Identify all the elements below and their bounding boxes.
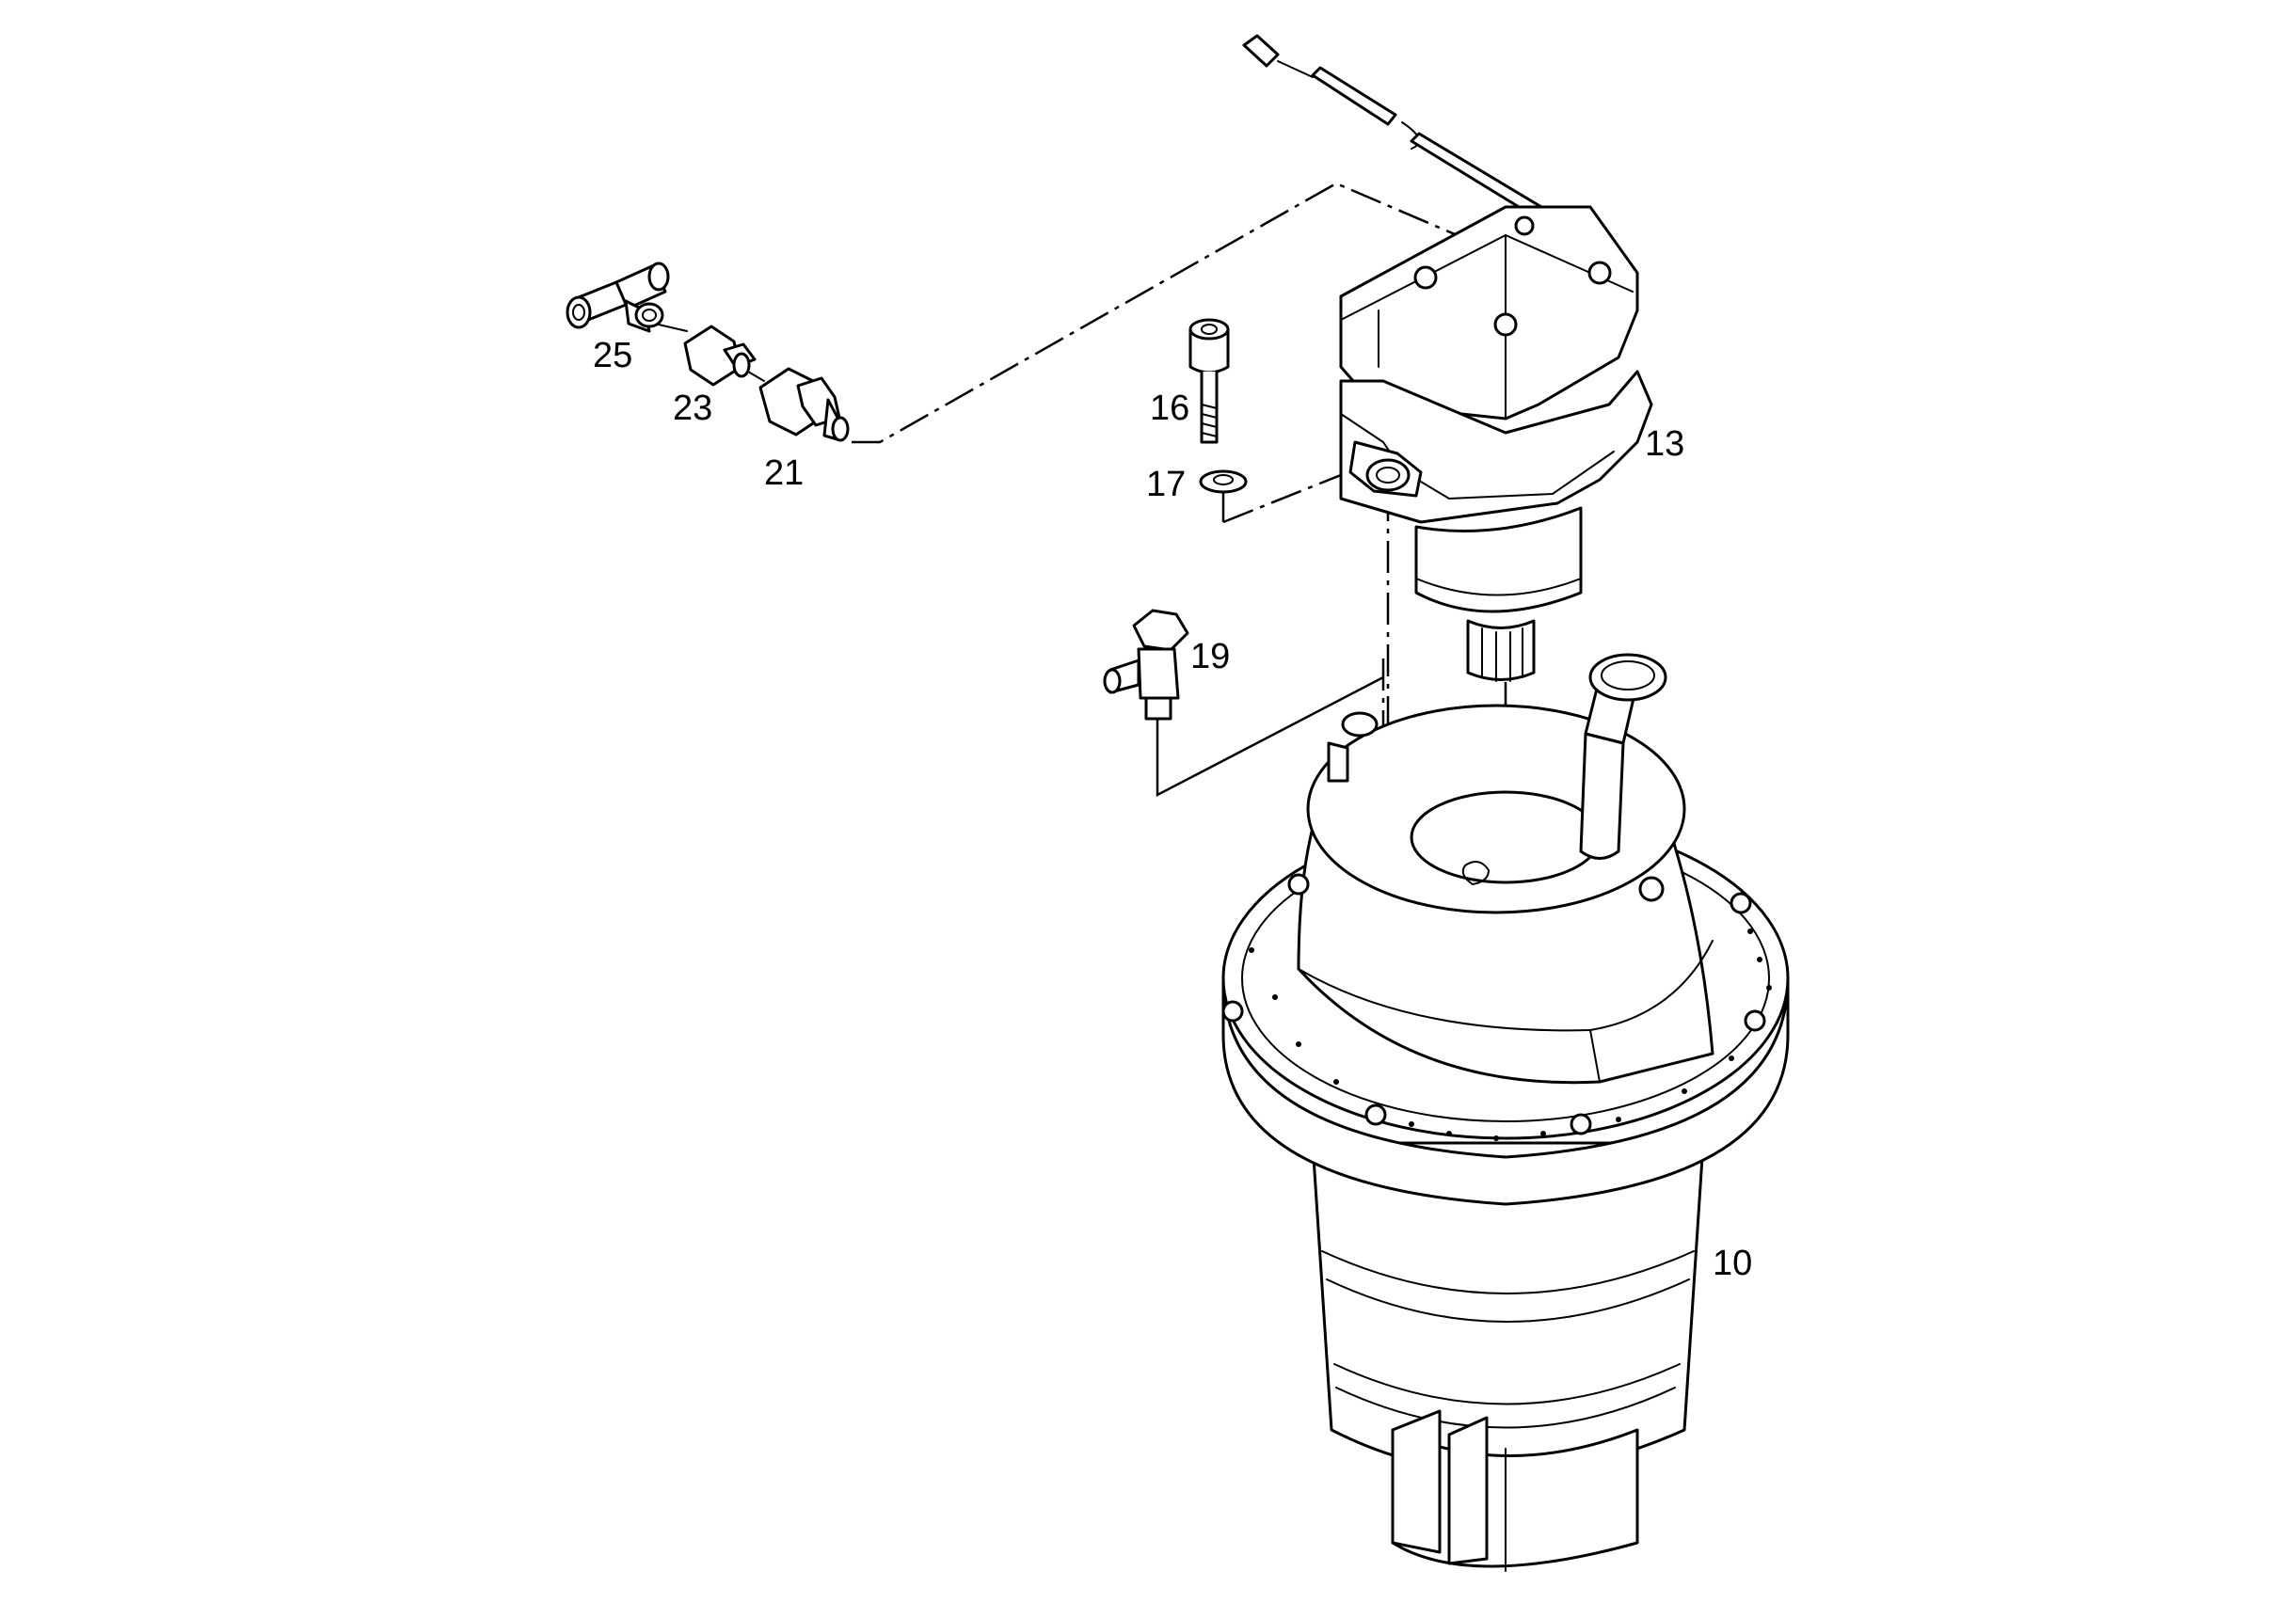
callout-23: 23 <box>673 389 712 428</box>
callout-21: 21 <box>764 453 804 493</box>
callout-13: 13 <box>1645 424 1684 464</box>
bolt-16 <box>1188 318 1230 444</box>
vent-plug-19 <box>1103 609 1189 721</box>
fitting-25-tee <box>566 262 688 333</box>
callout-16: 16 <box>1150 389 1189 428</box>
callout-17: 17 <box>1146 465 1186 504</box>
callout-10: 10 <box>1713 1244 1752 1283</box>
gearbox-housing-10 <box>1221 653 1790 1572</box>
leader-vent-to-housing <box>1156 675 1384 798</box>
fitting-23-adapter <box>683 325 765 387</box>
leader-fitting-to-motor <box>852 182 1469 444</box>
hydraulic-motor-13 <box>1339 205 1653 682</box>
callout-19: 19 <box>1190 637 1230 676</box>
fitting-21-union <box>758 367 850 442</box>
callout-labels: 25 23 21 16 17 13 19 10 <box>593 336 1752 1283</box>
washer-17 <box>1199 469 1248 494</box>
callout-25: 25 <box>593 336 632 375</box>
